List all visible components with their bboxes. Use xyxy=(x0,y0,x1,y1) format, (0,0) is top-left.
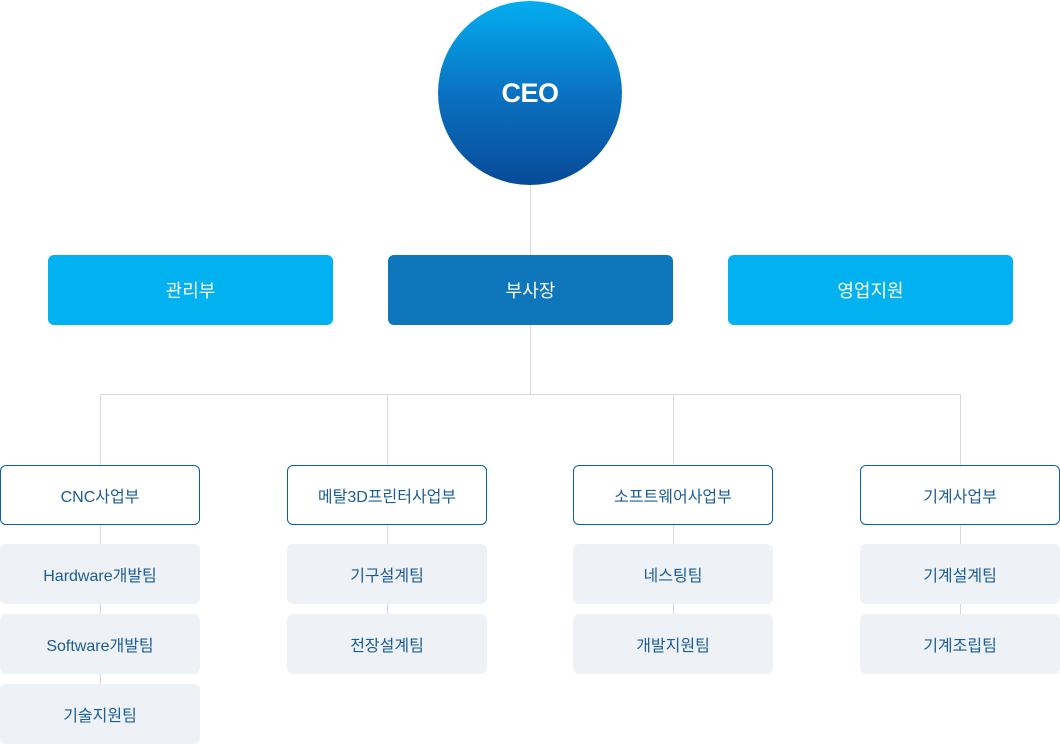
vice-president-label: 부사장 xyxy=(505,281,556,301)
connector-vp-down xyxy=(530,325,531,394)
connector-dept-1 xyxy=(100,394,101,465)
team-box: 기계설계팀 xyxy=(860,544,1060,604)
team-label: 기구설계팀 xyxy=(350,568,424,585)
ceo-node: CEO xyxy=(438,1,622,185)
team-box: 개발지원팀 xyxy=(573,614,773,674)
connector-horizontal-bus xyxy=(100,394,961,395)
team-label: Hardware개발팀 xyxy=(43,568,157,585)
connector-dept-4 xyxy=(960,394,961,465)
team-box: Software개발팀 xyxy=(0,614,200,674)
team-label: Software개발팀 xyxy=(46,638,154,655)
dept-cnc: CNC사업부 xyxy=(0,465,200,525)
team-label: 기계설계팀 xyxy=(923,568,997,585)
sales-support-box: 영업지원 xyxy=(728,255,1013,325)
team-label: 네스팅팀 xyxy=(643,568,703,585)
vice-president-box: 부사장 xyxy=(388,255,673,325)
ceo-label: CEO xyxy=(501,77,559,108)
team-label: 기계조립팀 xyxy=(923,638,997,655)
dept-metal-3d-printer: 메탈3D프린터사업부 xyxy=(287,465,487,525)
team-label: 기술지원팀 xyxy=(63,708,137,725)
dept-software: 소프트웨어사업부 xyxy=(573,465,773,525)
team-box: 기술지원팀 xyxy=(0,684,200,744)
team-box: Hardware개발팀 xyxy=(0,544,200,604)
connector-team-col1 xyxy=(100,525,101,685)
team-box: 기구설계팀 xyxy=(287,544,487,604)
connector-dept-2 xyxy=(387,394,388,465)
team-label: 전장설계팀 xyxy=(350,638,424,655)
dept-label: 메탈3D프린터사업부 xyxy=(317,489,457,506)
management-dept-label: 관리부 xyxy=(165,281,216,301)
team-box: 전장설계팀 xyxy=(287,614,487,674)
dept-machinery: 기계사업부 xyxy=(860,465,1060,525)
dept-label: CNC사업부 xyxy=(60,489,140,506)
dept-label: 기계사업부 xyxy=(923,489,997,506)
connector-ceo-to-vp xyxy=(530,185,531,255)
sales-support-label: 영업지원 xyxy=(837,281,904,301)
team-box: 네스팅팀 xyxy=(573,544,773,604)
connector-dept-3 xyxy=(673,394,674,465)
team-box: 기계조립팀 xyxy=(860,614,1060,674)
dept-label: 소프트웨어사업부 xyxy=(614,489,732,506)
team-label: 개발지원팀 xyxy=(636,638,710,655)
management-dept-box: 관리부 xyxy=(48,255,333,325)
